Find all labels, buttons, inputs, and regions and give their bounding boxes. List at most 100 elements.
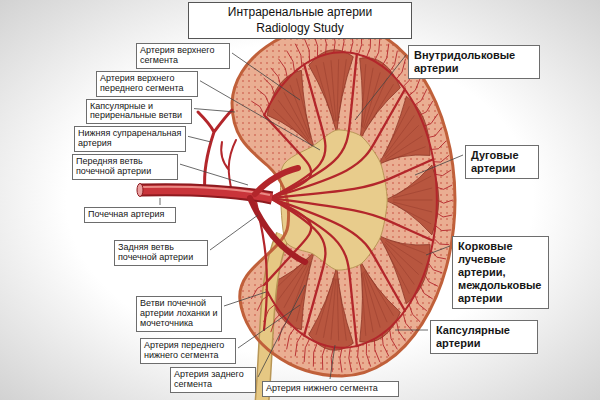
interlobular-artery	[278, 321, 287, 341]
renal-pyramid	[309, 266, 353, 350]
interlobar-artery	[270, 198, 357, 346]
interlobular-artery	[428, 127, 442, 137]
leader-line	[210, 215, 258, 250]
interlobular-artery	[287, 328, 295, 349]
capsular-branch	[221, 140, 236, 192]
label-text: Нижняя супраренальная артерия	[78, 129, 182, 149]
interlobular-artery	[428, 262, 442, 272]
interlobular-artery	[437, 185, 453, 189]
label-text: Дуговые артерии	[471, 149, 533, 175]
pyramid-striation	[386, 239, 425, 254]
label-box: Нижняя супраренальная артерия	[74, 126, 186, 152]
label-box: Капсулярные артерии	[430, 320, 538, 354]
pyramid-striation	[384, 244, 414, 285]
anterior-branch	[255, 168, 298, 194]
pyramid-striation	[386, 136, 423, 160]
label-box: Задняя ветвь почечной артерии	[114, 240, 208, 266]
interlobar-artery	[270, 159, 433, 198]
interlobular-artery	[251, 101, 264, 115]
interlobular-artery	[349, 347, 352, 372]
interlobular-artery	[403, 313, 413, 332]
renal-pyramid	[378, 235, 430, 303]
label-text: Капсулярные и периренальные ветви	[90, 102, 188, 122]
interlobular-artery	[434, 155, 449, 162]
label-text: Артерия переднего нижнего сегмента	[144, 341, 232, 361]
posterior-branch	[250, 198, 305, 262]
leader-line	[200, 81, 320, 150]
pyramid-striation	[393, 188, 432, 198]
interlobular-artery	[420, 101, 433, 115]
interlobular-artery	[431, 141, 446, 149]
label-text: Капсулярные артерии	[436, 324, 532, 350]
pyramid-striation	[323, 62, 334, 121]
interlobular-artery	[382, 44, 389, 66]
label-text: Ветви почечной артерии лоханки и мочеточ…	[140, 299, 218, 329]
arcuate-artery	[264, 52, 437, 347]
interlobular-artery	[295, 44, 302, 66]
interlobular-artery	[264, 78, 275, 95]
renal-pyramid	[309, 50, 353, 134]
interlobular-artery	[409, 78, 420, 95]
label-text: Передняя ветвь почечной артерии	[76, 157, 174, 177]
pyramid-striation	[363, 272, 380, 328]
interlobular-artery	[251, 285, 264, 299]
label-box: Артерия нижнего сегмента	[262, 381, 399, 397]
leader-line	[426, 246, 450, 255]
leader-line	[194, 109, 235, 112]
interlobular-artery	[437, 200, 453, 203]
interlobular-artery	[424, 274, 438, 286]
pyramid-striation	[386, 147, 425, 162]
label-box: Почечная артерия	[84, 207, 176, 223]
label-text: Артерия верхнего переднего сегмента	[100, 74, 194, 94]
pyramid-striation	[331, 279, 336, 340]
label-box: Артерия верхнего переднего сегмента	[96, 71, 198, 97]
pyramid-striation	[323, 278, 334, 337]
pyramid-striation	[284, 92, 309, 139]
pyramid-striation	[362, 68, 373, 128]
pyramid-striation	[338, 279, 346, 341]
interlobular-artery	[287, 51, 295, 72]
suprarenal-artery	[198, 110, 232, 190]
interlobular-artery	[366, 343, 370, 367]
pyramid-striation	[365, 271, 387, 322]
pyramid-striation	[361, 273, 366, 335]
renal-artery-highlight	[142, 187, 270, 195]
interlobular-artery	[374, 339, 379, 362]
pyramid-striation	[393, 200, 433, 201]
label-text: Артерия верхнего сегмента	[140, 46, 226, 66]
interlobular-artery	[374, 38, 379, 61]
renal-pyramid	[378, 96, 430, 164]
pyramid-striation	[361, 64, 366, 126]
renal-pyramid	[385, 165, 439, 235]
pyramid-striation	[337, 59, 339, 121]
label-text: Артерия заднего сегмента	[174, 370, 252, 390]
interlobular-artery	[435, 226, 451, 231]
interlobular-artery	[257, 89, 269, 105]
interlobular-artery	[435, 170, 451, 176]
label-box: Дуговые артерии	[465, 145, 539, 179]
leader-line	[160, 198, 161, 205]
interlobular-artery	[304, 339, 309, 362]
pyramid-striation	[366, 84, 394, 130]
leader-line	[224, 292, 266, 306]
renal-pyramid	[360, 261, 401, 343]
interlobular-artery	[420, 285, 433, 299]
artery-cut-end	[137, 184, 143, 197]
interlobular-artery	[424, 114, 438, 126]
pyramid-striation	[384, 106, 410, 154]
interlobular-artery	[271, 313, 281, 332]
pyramid-striation	[384, 245, 410, 293]
pyramid-striation	[362, 273, 373, 333]
label-box: Ветви почечной артерии лоханки и мочеточ…	[136, 296, 222, 332]
pyramid-striation	[385, 242, 419, 275]
label-text: Почечная артерия	[88, 210, 172, 220]
interlobar-artery	[270, 198, 325, 336]
interlobular-artery	[434, 238, 449, 244]
label-box: Артерия заднего сегмента	[170, 367, 256, 393]
label-box: Артерия верхнего сегмента	[136, 43, 230, 69]
title-box: Интраренальные артерии Radiology Study	[188, 2, 412, 39]
label-box: Внутридольковые артерии	[408, 45, 540, 79]
pyramid-striation	[337, 279, 339, 341]
interlobular-artery	[304, 38, 309, 61]
